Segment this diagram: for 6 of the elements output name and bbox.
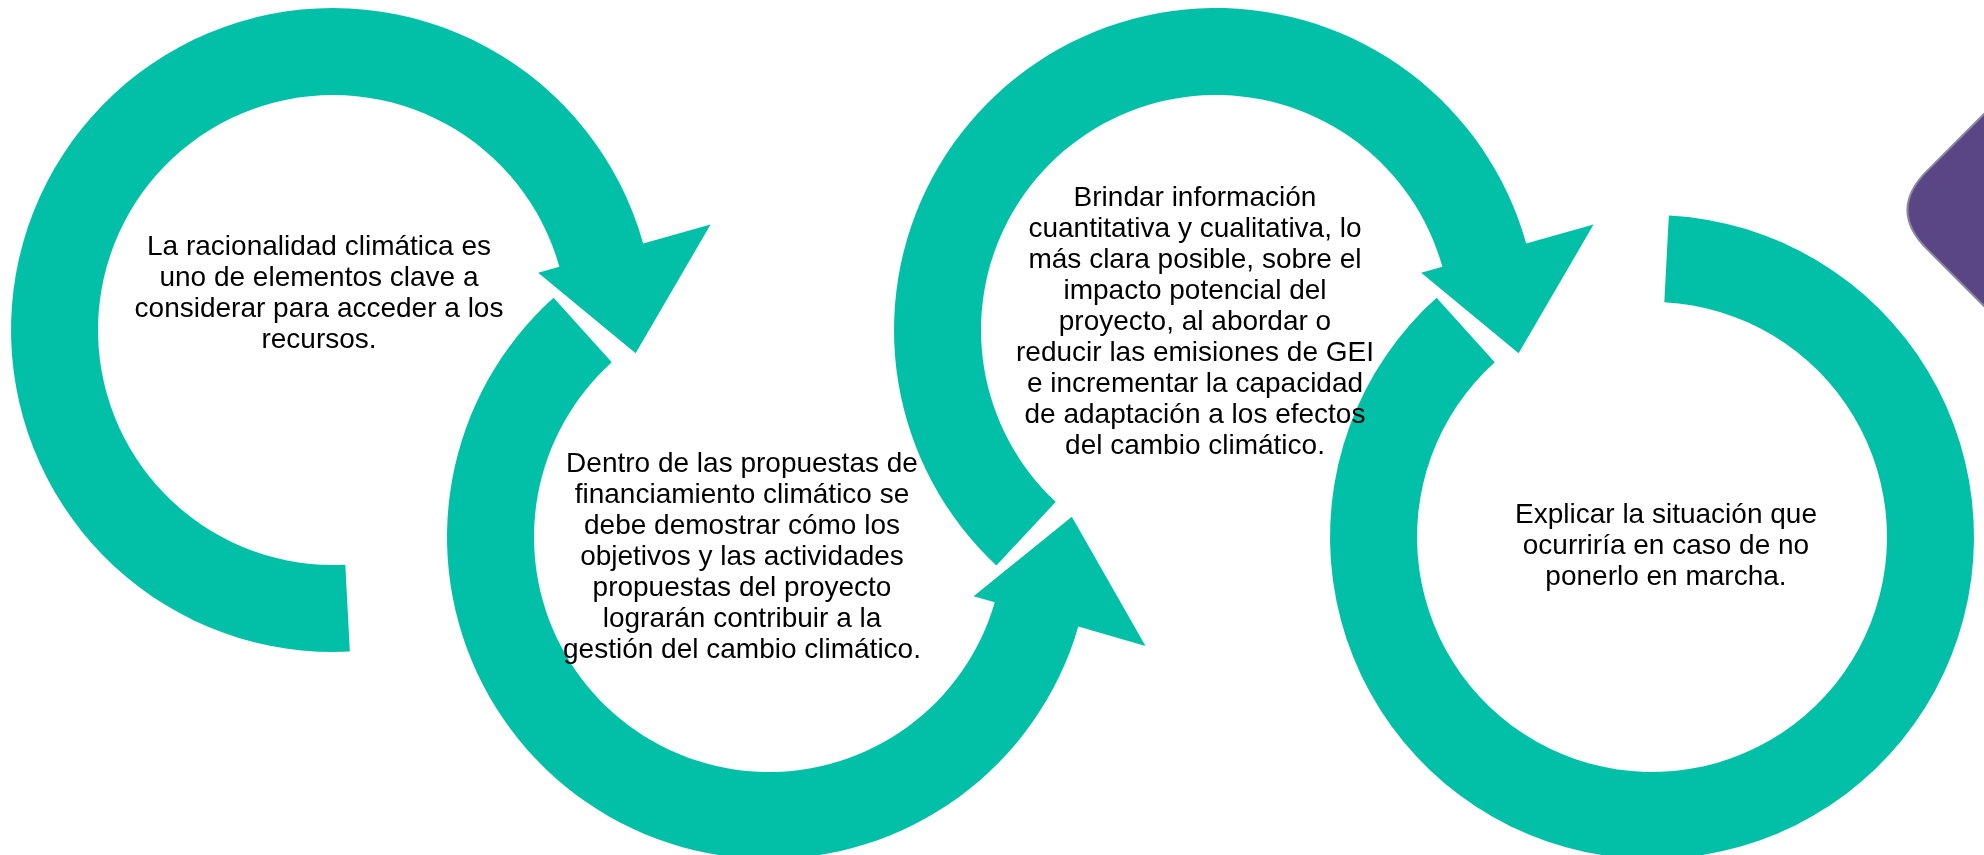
step-text: Dentro de las propuestas de financiamiento climático se debe demostrar cómo los objetivos y las actividades propuestas del proyecto lograrán contribuir a la gestión del cambio climático. bbox=[562, 447, 922, 664]
step-text: La racionalidad climática es uno de elementos clave a considerar para acceder a los recursos. bbox=[133, 230, 505, 354]
circular-arrow bbox=[894, 8, 1594, 566]
step-text: Explicar la situación que ocurriría en caso de no ponerlo en marcha. bbox=[1514, 498, 1818, 591]
circular-arrow bbox=[447, 297, 1146, 855]
circular-arrow bbox=[11, 8, 711, 652]
